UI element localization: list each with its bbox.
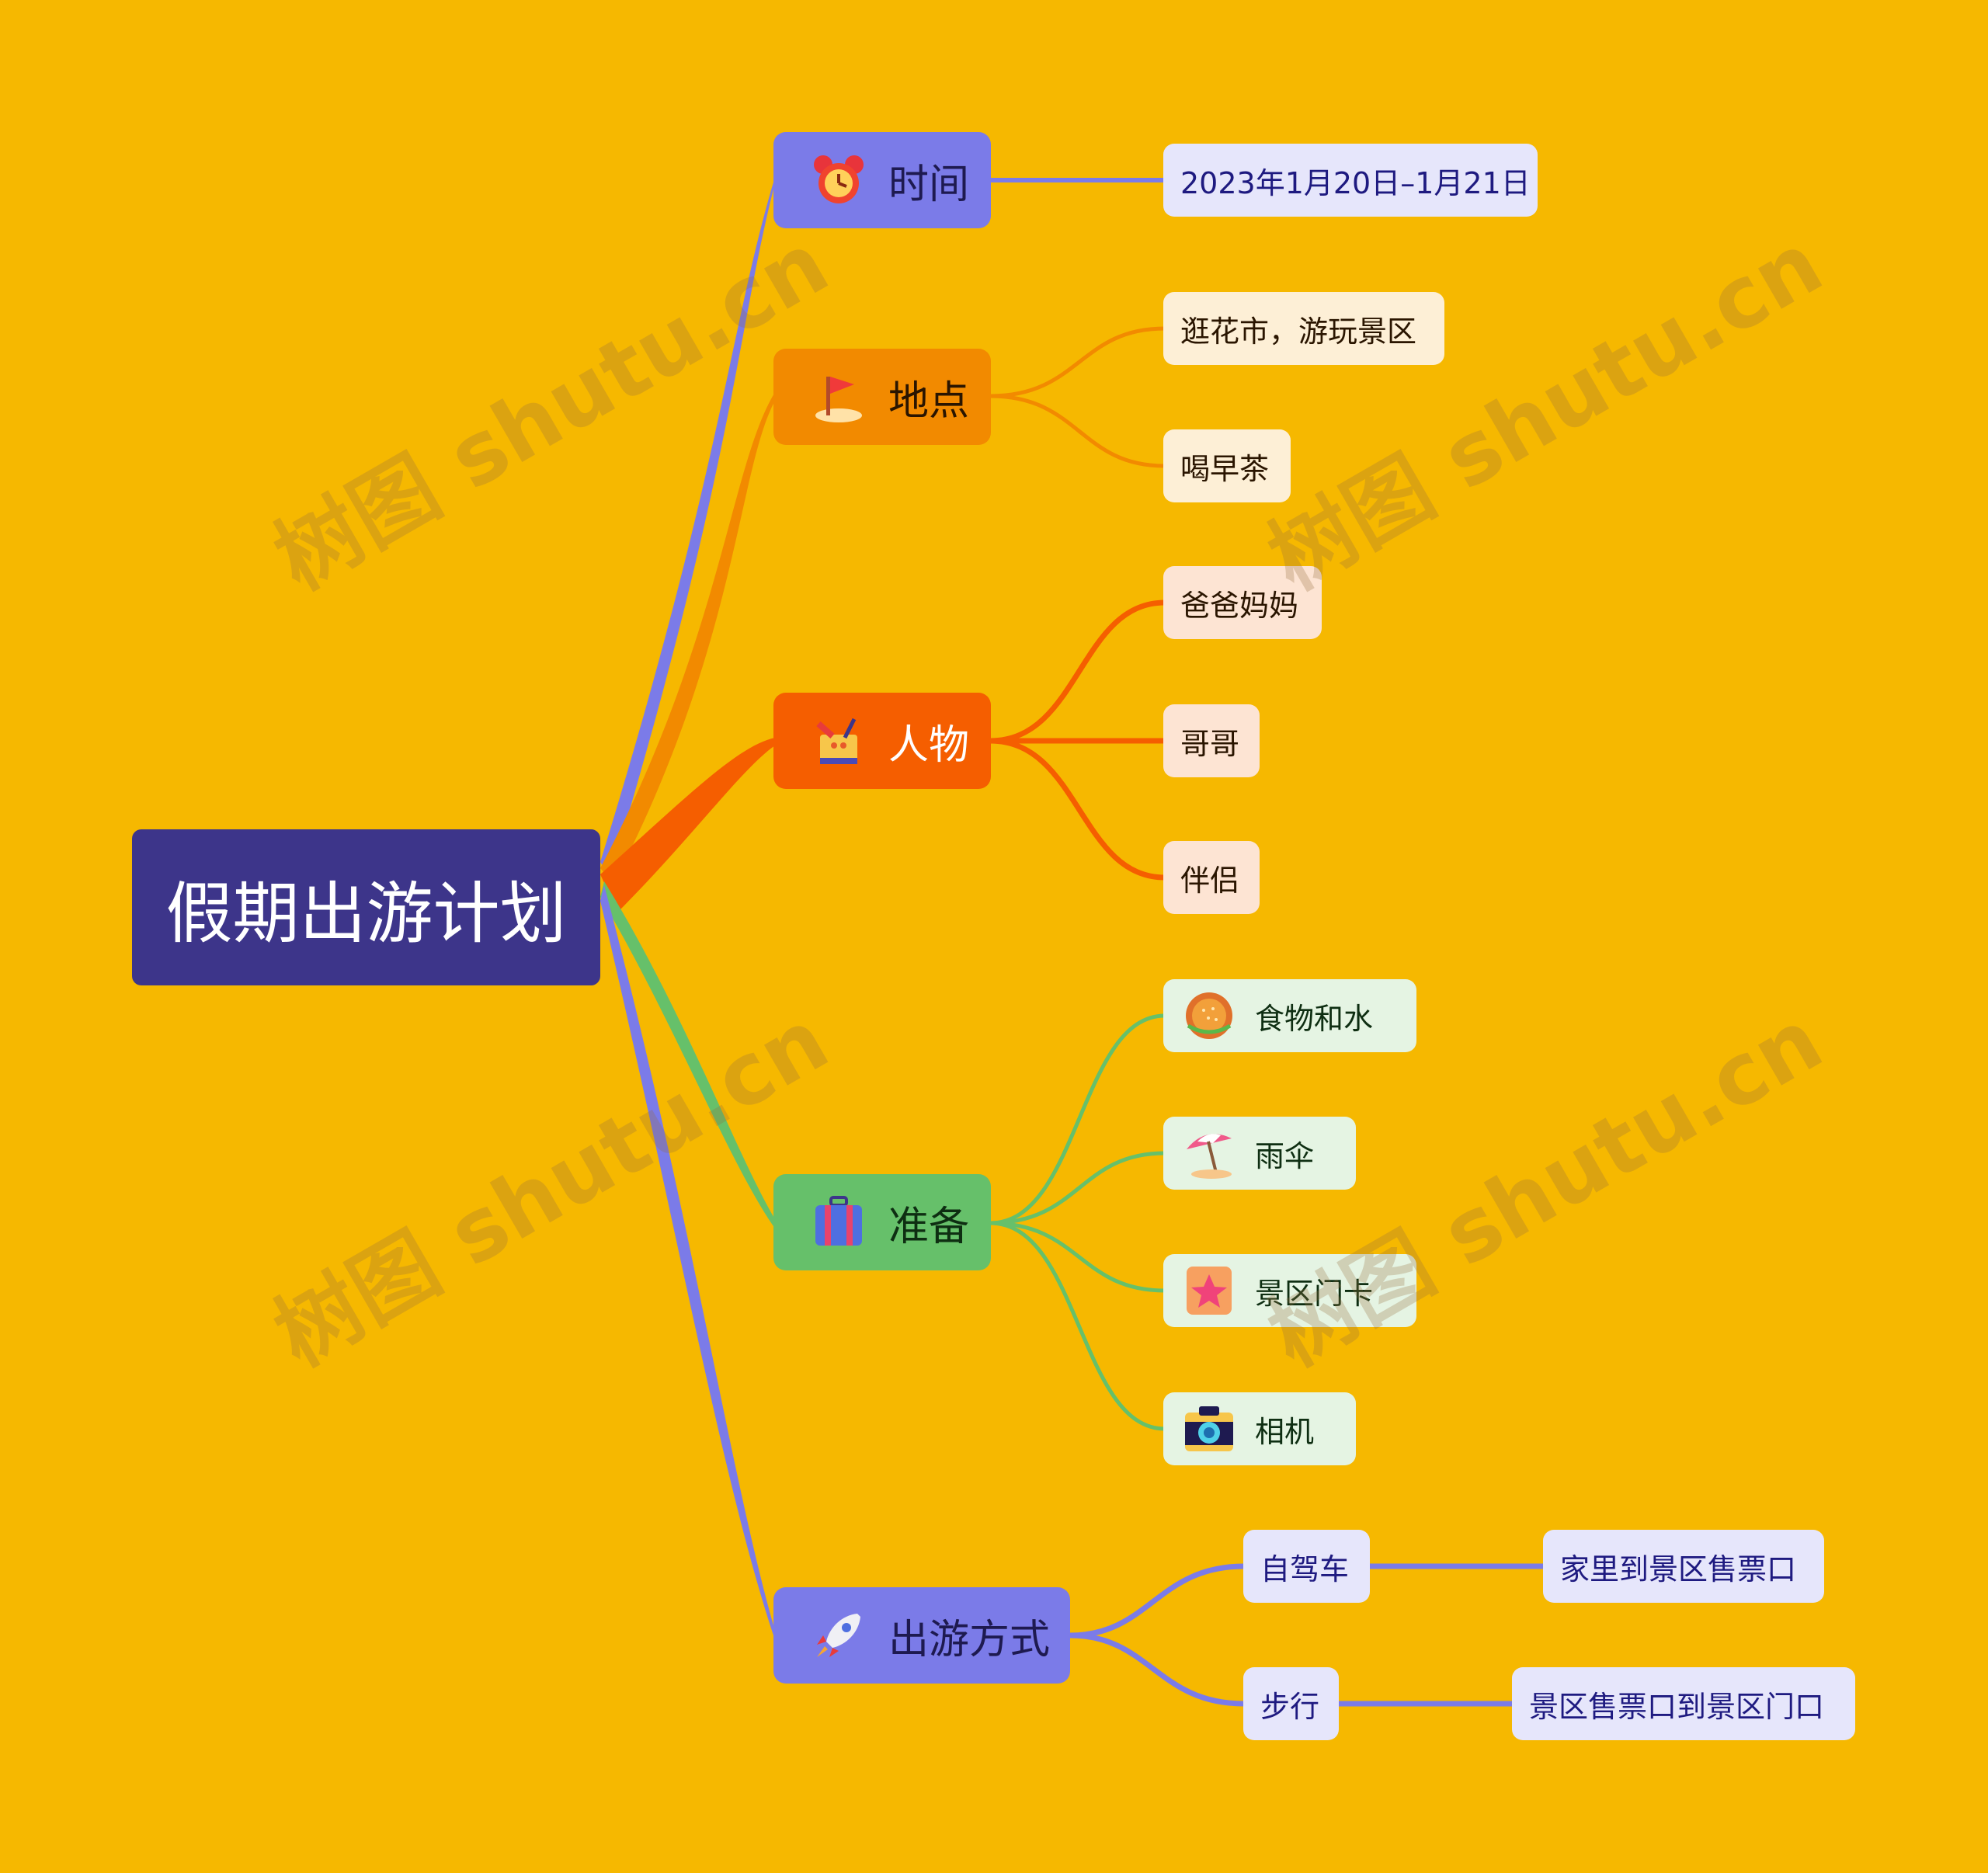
topic-partner-label: 伴侣	[1180, 863, 1240, 898]
topic-walk-label: 步行	[1260, 1689, 1320, 1724]
topic-parents-label: 爸爸妈妈	[1180, 588, 1299, 623]
branch-people[interactable]: 人物	[773, 693, 991, 789]
suitcase-icon	[815, 1196, 862, 1246]
edge-root-travel	[600, 885, 775, 1640]
topic-ticket-card[interactable]: 景区门卡	[1163, 1254, 1416, 1327]
topic-morning-tea-label: 喝早茶	[1180, 451, 1270, 486]
topic-parents[interactable]: 爸爸妈妈	[1163, 566, 1322, 639]
edge-root-time	[600, 177, 775, 877]
camera-icon	[1185, 1406, 1233, 1451]
topic-umbrella[interactable]: 雨伞	[1163, 1117, 1356, 1190]
edge-place-1	[989, 326, 1166, 398]
topic-partner[interactable]: 伴侣	[1163, 841, 1260, 914]
edge-prep-2	[989, 1151, 1166, 1225]
edge-root-place	[600, 392, 775, 884]
topic-home-to-ticket[interactable]: 家里到景区售票口	[1543, 1530, 1824, 1603]
topic-walk[interactable]: 步行	[1243, 1667, 1339, 1740]
branch-place[interactable]: 地点	[773, 349, 991, 445]
alarm-clock-icon	[814, 155, 864, 203]
topic-camera[interactable]: 相机	[1163, 1392, 1356, 1465]
edge-place-2	[989, 394, 1166, 468]
topic-ticket-to-gate-label: 景区售票口到景区门口	[1529, 1689, 1825, 1724]
edge-people-3	[989, 738, 1166, 881]
branch-travel-label: 出游方式	[888, 1616, 1051, 1663]
root-topic-label: 假期出游计划	[165, 875, 567, 953]
topic-camera-label: 相机	[1255, 1414, 1315, 1449]
basket-icon	[816, 718, 857, 764]
branch-prep-label: 准备	[888, 1203, 970, 1250]
beach-umbrella-icon	[1187, 1134, 1232, 1179]
topic-umbrella-label: 雨伞	[1255, 1138, 1315, 1173]
branch-time[interactable]: 时间	[773, 132, 991, 228]
branch-people-label: 人物	[888, 721, 970, 769]
branch-prep[interactable]: 准备	[773, 1174, 991, 1270]
flag-icon	[815, 377, 862, 422]
topic-morning-tea[interactable]: 喝早茶	[1163, 429, 1291, 502]
edge-prep-3	[989, 1221, 1166, 1293]
topic-flower-market-label: 逛花市，游玩景区	[1180, 314, 1417, 349]
topic-date-range[interactable]: 2023年1月20日–1月21日	[1163, 144, 1538, 217]
edge-travel-2	[1069, 1632, 1245, 1707]
edge-root-people	[600, 738, 775, 912]
topic-date-range-label: 2023年1月20日–1月21日	[1180, 165, 1531, 200]
rocket-icon	[817, 1614, 860, 1657]
branch-place-label: 地点	[888, 377, 970, 425]
topic-food-water[interactable]: 食物和水	[1163, 979, 1416, 1052]
topic-self-drive-label: 自驾车	[1260, 1552, 1350, 1586]
topic-ticket-card-label: 景区门卡	[1255, 1276, 1374, 1311]
edge-prep-1	[989, 1013, 1166, 1225]
branch-travel[interactable]: 出游方式	[773, 1587, 1070, 1684]
root-topic[interactable]: 假期出游计划	[132, 829, 600, 985]
topic-food-water-label: 食物和水	[1255, 1001, 1374, 1036]
topic-ticket-to-gate[interactable]: 景区售票口到景区门口	[1512, 1667, 1855, 1740]
edge-travel-1	[1069, 1563, 1245, 1638]
edge-root-prep	[600, 881, 775, 1228]
edge-people-1	[989, 599, 1166, 744]
topic-home-to-ticket-label: 家里到景区售票口	[1560, 1552, 1797, 1586]
branch-time-label: 时间	[888, 161, 970, 208]
topic-flower-market[interactable]: 逛花市，游玩景区	[1163, 292, 1444, 365]
topic-brother-label: 哥哥	[1180, 726, 1240, 761]
topic-brother[interactable]: 哥哥	[1163, 704, 1260, 777]
edge-prep-4	[989, 1221, 1166, 1431]
topic-self-drive[interactable]: 自驾车	[1243, 1530, 1370, 1603]
burger-icon	[1186, 992, 1232, 1039]
star-card-icon	[1187, 1267, 1232, 1315]
